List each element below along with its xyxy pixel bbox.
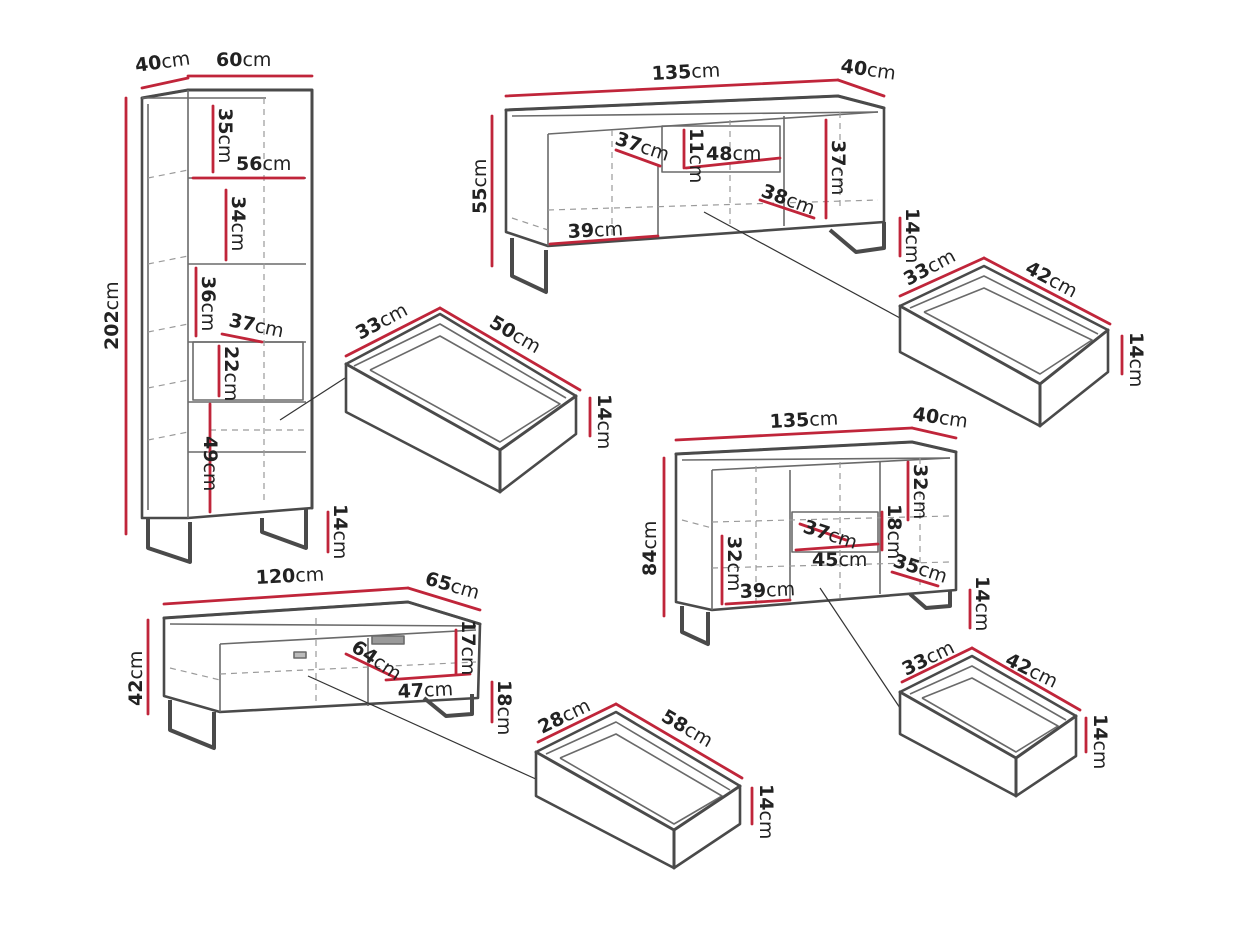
bookcase-width-label: 60cm [216,49,271,71]
tv-unit-drawer-height-label: 14cm [1125,332,1147,387]
bookcase-legs-label: 14cm [329,504,351,559]
sideboard-height-label: 84cm [639,521,661,576]
sideboard-top-right-label: 32cm [909,464,931,519]
coffee-table-shelf-width-label: 47cm [397,678,453,703]
coffee-table-drawer-drawing [534,702,754,870]
tv-unit-right-height-label: 37cm [827,140,849,195]
tv-unit-drawer-drawing [898,256,1124,428]
sideboard-left-width-label: 39cm [739,578,795,603]
sideboard-drawer-drawing [898,646,1088,798]
sideboard-left-height-label: 32cm [723,536,745,591]
coffee-table-drawing [146,586,539,781]
coffee-table-width-label: 120cm [255,563,325,589]
bookcase-depth-label: 40cm [134,47,192,76]
bookcase-drawing [124,74,346,564]
coffee-table-drawer-box [534,710,742,870]
bookcase-niche-height-label: 22cm [220,346,242,401]
sideboard-width-label: 135cm [769,407,839,433]
tv-unit-width-label: 135cm [651,59,721,85]
coffee-table-depth-label: 65cm [423,568,482,604]
bookcase-labels: 40cm 60cm 202cm 35cm 56cm 34cm 36cm 37cm… [101,47,351,559]
bookcase-shelf3-label: 36cm [197,276,219,331]
bookcase-shelf2-label: 34cm [227,196,249,251]
sideboard-niche-width-label: 45cm [812,549,867,571]
sideboard-drawer-box [898,654,1078,798]
tv-unit-drawer-box [898,264,1110,428]
sideboard-drawing [662,426,972,709]
bookcase-drawer-drawing [344,306,592,494]
bookcase-bottom-label: 49cm [199,436,221,491]
coffee-table-legs-label: 18cm [493,680,515,735]
bookcase-shelf-width-label: 56cm [236,153,291,175]
bookcase-drawer-box [344,312,578,494]
sideboard-niche-height-label: 18cm [883,504,905,559]
tv-unit-depth-label: 40cm [839,55,897,84]
tv-unit-labels: 135cm 40cm 55cm 37cm 11cm 48cm 37cm 38cm… [469,55,923,263]
tv-unit-legs-label: 14cm [901,208,923,263]
tv-unit-left-width-label: 39cm [567,218,623,243]
sideboard-drawer-height-label: 14cm [1089,714,1111,769]
sideboard-depth-label: 40cm [911,403,969,432]
bookcase-drawer-height-label: 14cm [593,394,615,449]
coffee-table-shelf-height-label: 17cm [457,620,479,675]
bookcase-height-label: 202cm [101,281,123,350]
sideboard-legs-label: 14cm [971,576,993,631]
coffee-table-drawer-height-label: 14cm [755,784,777,839]
tv-unit-niche-height-label: 11cm [685,128,707,183]
tv-unit-drawing [490,78,902,319]
coffee-table-height-label: 42cm [125,651,147,706]
tv-unit-height-label: 55cm [469,159,491,214]
bookcase-shelf1-label: 35cm [214,108,236,163]
tv-unit-niche-width-label: 48cm [706,143,761,165]
